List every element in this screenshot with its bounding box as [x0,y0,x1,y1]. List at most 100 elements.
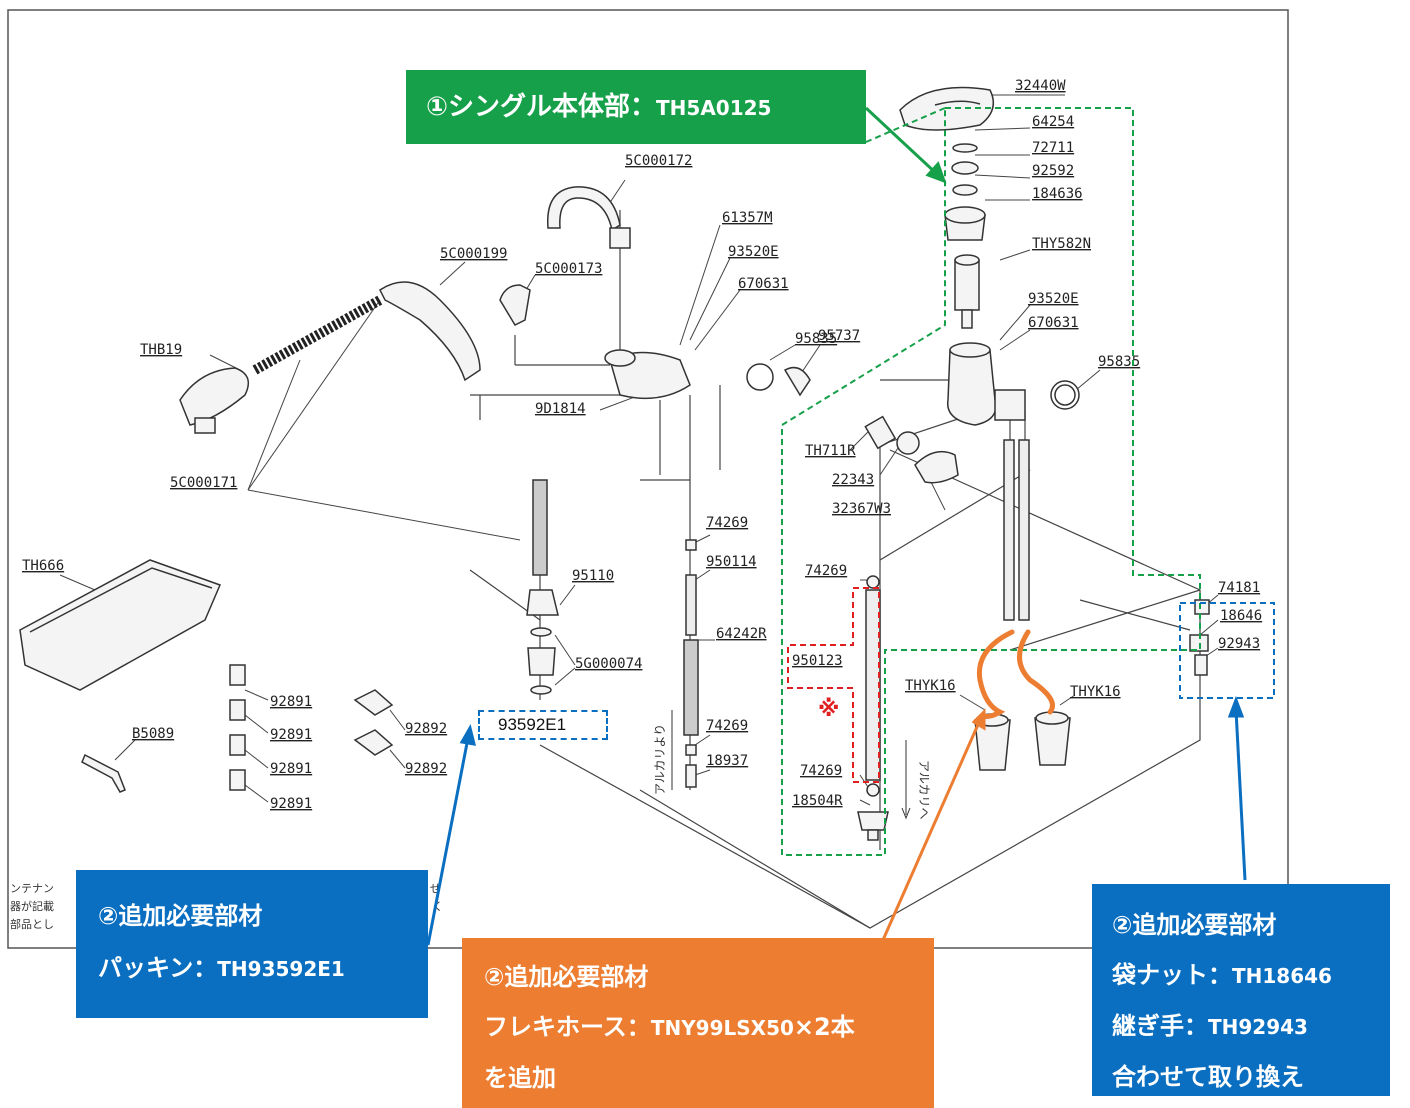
main-body-outline [781,107,1201,856]
label-95835-right: 95835 [1098,354,1140,370]
arrow-packing [426,737,470,946]
label-18937: 18937 [706,753,748,769]
label-22343: 22343 [832,472,874,488]
label-THYK16-a: THYK16 [905,678,956,694]
label-950123: 950123 [792,653,843,669]
label-74181: 74181 [1218,580,1260,596]
label-74269-b: 74269 [800,763,842,779]
label-5C000171: 5C000171 [170,475,237,491]
label-670631-left: 670631 [738,276,789,292]
nut-joint-callout: ②追加必要部材 袋ナット：TH18646 継ぎ手：TH92943 合わせて取り換… [1092,884,1390,1096]
label-TH711R: TH711R [805,443,856,459]
label-92592: 92592 [1032,163,1074,179]
label-670631-right: 670631 [1028,315,1079,331]
label-95110: 95110 [572,568,614,584]
label-184636: 184636 [1032,186,1083,202]
hose-qty: ×2本 [793,1013,855,1041]
packing-line: パッキン：TH93592E1 [98,942,428,995]
hose-label: フレキホース： [484,1013,651,1041]
label-92943: 92943 [1218,636,1260,652]
arrow-hose [881,719,982,941]
footer-note: ンテナン 器が記載 部品とし ぜ く [10,882,443,931]
label-92891-a: 92891 [270,694,312,710]
nut-title: ②追加必要部材 [1112,911,1277,939]
label-92892-a: 92892 [405,721,447,737]
flex-hose-b [1017,629,1055,715]
label-5G000074: 5G000074 [575,656,642,672]
label-5C000172: 5C000172 [625,153,692,169]
main-body-text: ①シングル本体部：TH5A0125 [426,70,866,145]
flexible-hoses [976,629,1055,719]
packing-93592E1-box: 93592E1 [478,710,608,740]
label-18646: 18646 [1220,608,1262,624]
nut-line: 袋ナット：TH18646 [1112,950,1390,1001]
joint-line: 継ぎ手：TH92943 [1112,1001,1390,1052]
label-THY582N: THY582N [1032,236,1091,252]
label-72711: 72711 [1032,140,1074,156]
footer-tail-1: ぜ [430,882,441,895]
left-assembly-parts [19,186,811,793]
callout-arrows [426,106,1247,946]
label-THYK16-b: THYK16 [1070,684,1121,700]
hose-title: ②追加必要部材 [484,963,649,991]
alkali-to-label: アルカリへ [917,760,931,820]
part-labels: 32440W 64254 72711 92592 184636 THY582N … [22,78,1262,812]
label-93520E-right: 93520E [1028,291,1079,307]
nut-label: 袋ナット： [1112,961,1232,989]
label-74269-a: 74269 [805,563,847,579]
label-B5089: B5089 [132,726,174,742]
packing-93592E1-label: 93592E1 [498,715,567,734]
footer-line-2: 器が記載 [10,899,54,913]
footer-tail-2: く [432,900,443,913]
tray-shape [19,559,222,691]
label-74269-d: 74269 [706,718,748,734]
label-74269-c: 74269 [706,515,748,531]
label-TH666: TH666 [22,558,64,574]
packing-code: TH93592E1 [217,957,345,981]
packing-title: ②追加必要部材 [98,902,263,930]
flexible-hose-shape [252,295,383,375]
nut-joint-outline [1179,602,1275,699]
label-9D1814: 9D1814 [535,401,586,417]
label-32367W3: 32367W3 [832,501,891,517]
label-61357M: 61357M [722,210,773,226]
main-body-prefix: ①シングル本体部： [426,92,657,122]
note-mark: ※ [818,697,839,722]
spacer-outline [787,587,880,783]
label-93520E-left: 93520E [728,244,779,260]
label-950114: 950114 [706,554,757,570]
hose-head-shape [379,281,481,382]
label-18504R: 18504R [792,793,843,809]
drawing-frame [7,9,1289,949]
label-95835-left: 95835 [795,331,837,347]
label-THB19: THB19 [140,342,182,358]
joint-code: TH92943 [1208,1015,1308,1039]
nut-code: TH18646 [1232,964,1332,988]
hose-callout: ②追加必要部材 フレキホース：TNY99LSX50×2本 を追加 [462,938,934,1108]
label-32440W: 32440W [1015,78,1066,94]
packing-label: パッキン： [98,954,218,982]
alkali-from-label: アルカリより [653,724,667,795]
hose-suffix: を追加 [484,1064,556,1092]
highlight-outlines [781,107,1275,856]
packing-callout: ②追加必要部材 パッキン：TH93592E1 [76,870,428,1018]
flow-labels: アルカリより アルカリへ ※ [653,697,931,820]
main-body-callout: ①シングル本体部：TH5A0125 [406,70,866,144]
arrow-nut [1234,709,1247,881]
joint-label: 継ぎ手： [1112,1012,1208,1040]
label-92892-b: 92892 [405,761,447,777]
nut-footer: 合わせて取り換え [1112,1063,1304,1091]
footer-line-1: ンテナン [10,882,54,895]
label-64254: 64254 [1032,114,1074,130]
label-92891-d: 92891 [270,796,312,812]
hose-code: TNY99LSX50 [650,1016,794,1040]
arrow-main [864,106,940,177]
faucet-body-shape [947,349,997,426]
main-body-code: TH5A0125 [656,96,772,120]
flex-hose-a [976,629,1015,719]
label-5C000199: 5C000199 [440,246,507,262]
hose-line: フレキホース：TNY99LSX50×2本 [484,1002,934,1053]
label-5C000173: 5C000173 [535,261,602,277]
label-95737: 95737 [818,328,860,344]
